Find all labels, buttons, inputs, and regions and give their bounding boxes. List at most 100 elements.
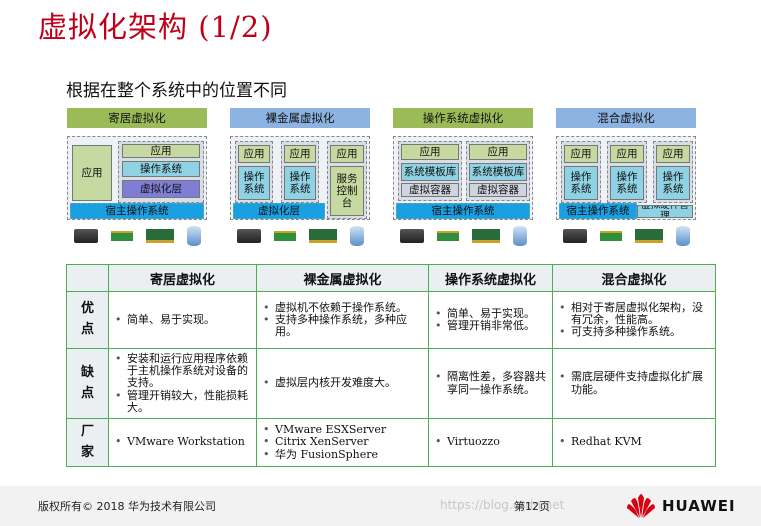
cpu-icon — [236, 229, 261, 243]
list-item: 需底层硬件支持虚拟化扩展功能。 — [559, 371, 709, 395]
diagram-header: 混合虚拟化 — [556, 108, 696, 128]
hw-mgmt-box: 虚拟硬件管理 — [637, 205, 693, 218]
list-item: 管理开销非常低。 — [435, 319, 546, 332]
comparison-table: 寄居虚拟化 裸金属虚拟化 操作系统虚拟化 混合虚拟化 优 点 简单、易于实现。 … — [66, 264, 716, 467]
header-cell: 裸金属虚拟化 — [256, 264, 429, 292]
row-label: 厂 家 — [66, 418, 109, 467]
diagram-frame: 应用 操作 系统 应用 操作 系统 应用 操作 系统 宿主操作系统 虚拟硬件管理 — [556, 136, 696, 220]
table-row: 优 点 简单、易于实现。 虚拟机不依赖于操作系统。 支持多种操作系统，多种应用。… — [66, 291, 716, 349]
diagram-frame: 应用 操作 系统 应用 操作 系统 应用 服务 控制 台 虚拟化层 — [230, 136, 370, 220]
list-item: Redhat KVM — [559, 436, 709, 449]
memory-icon — [110, 231, 133, 241]
list-item: VMware Workstation — [115, 436, 250, 449]
hardware-icons — [556, 222, 696, 250]
host-os-bar: 宿主操作系统 — [70, 203, 204, 219]
header-cell — [66, 264, 109, 292]
os-box: 操作 系统 — [238, 166, 270, 200]
os-box: 操作 系统 — [610, 166, 644, 200]
network-card-icon — [308, 229, 337, 243]
list-item: 支持多种操作系统，多种应用。 — [263, 313, 422, 338]
list-item: 相对于寄居虚拟化架构，没有冗余，性能高。 — [559, 301, 709, 326]
table-cell: 隔离性差，多容器共享同一操作系统。 — [428, 348, 553, 419]
header-cell: 混合虚拟化 — [552, 264, 716, 292]
memory-icon — [599, 231, 622, 241]
storage-icon — [186, 226, 201, 246]
diagram-frame: 应用 应用 操作系统 虚拟化层 宿主操作系统 — [67, 136, 207, 220]
list-item: 管理开销较大，性能损耗大。 — [115, 389, 250, 414]
host-os-bar: 宿主操作系统 — [396, 203, 530, 219]
diagram-header: 裸金属虚拟化 — [230, 108, 370, 128]
app-box: 应用 — [469, 144, 527, 160]
app-box: 应用 — [656, 145, 690, 163]
diagram-os-level: 操作系统虚拟化 应用 系统模板库 虚拟容器 应用 系统模板库 虚拟容器 宿主操作… — [393, 108, 533, 250]
storage-icon — [675, 226, 690, 246]
vlayer-box: 虚拟化层 — [122, 180, 200, 198]
app-box: 应用 — [122, 144, 200, 158]
copyright-text: 版权所有© 2018 华为技术有限公司 — [38, 500, 216, 513]
app-box: 应用 — [564, 145, 598, 163]
subtitle: 根据在整个系统中的位置不同 — [66, 81, 287, 101]
table-cell: 虚拟层内核开发难度大。 — [256, 348, 429, 419]
network-card-icon — [145, 229, 174, 243]
network-card-icon — [634, 229, 663, 243]
hardware-icons — [230, 222, 370, 250]
table-header-row: 寄居虚拟化 裸金属虚拟化 操作系统虚拟化 混合虚拟化 — [66, 264, 716, 292]
list-item: 安装和运行应用程序依赖于主机操作系统对设备的支持。 — [115, 353, 250, 389]
app-box: 应用 — [238, 145, 270, 163]
brand-name: HUAWEI — [662, 497, 736, 515]
table-cell: VMware ESXServer Citrix XenServer 华为 Fus… — [256, 418, 429, 467]
app-box: 应用 — [284, 145, 316, 163]
storage-icon — [512, 226, 527, 246]
memory-icon — [436, 231, 459, 241]
list-item: Virtuozzo — [435, 436, 546, 449]
row-label: 优 点 — [66, 291, 109, 349]
table-row: 厂 家 VMware Workstation VMware ESXServer … — [66, 418, 716, 467]
list-item: Citrix XenServer — [263, 436, 422, 449]
container-box: 虚拟容器 — [401, 183, 459, 197]
header-cell: 寄居虚拟化 — [108, 264, 257, 292]
row-label: 缺 点 — [66, 348, 109, 419]
table-cell: 相对于寄居虚拟化架构，没有冗余，性能高。 可支持多种操作系统。 — [552, 291, 716, 349]
page-title: 虚拟化架构 (1/2) — [38, 10, 273, 44]
table-cell: 简单、易于实现。 管理开销非常低。 — [428, 291, 553, 349]
list-item: 简单、易于实现。 — [115, 313, 250, 326]
watermark-text: https://blog.csdn.net — [440, 498, 565, 512]
memory-icon — [273, 231, 296, 241]
footer: 版权所有© 2018 华为技术有限公司 https://blog.csdn.ne… — [0, 486, 761, 526]
list-item: 可支持多种操作系统。 — [559, 325, 709, 338]
hardware-icons — [393, 222, 533, 250]
os-box: 操作 系统 — [284, 166, 316, 200]
service-console-box: 服务 控制 台 — [330, 166, 364, 216]
huawei-logo-icon — [627, 494, 655, 518]
app-box: 应用 — [330, 145, 364, 163]
cpu-icon — [562, 229, 587, 243]
os-box: 操作 系统 — [656, 166, 690, 200]
app-box: 应用 — [610, 145, 644, 163]
list-item: 简单、易于实现。 — [435, 307, 546, 320]
host-os-bar: 宿主操作系统 — [559, 203, 637, 219]
list-item: 虚拟层内核开发难度大。 — [263, 377, 422, 390]
diagram-header: 寄居虚拟化 — [67, 108, 207, 128]
app-box: 应用 — [72, 145, 112, 201]
diagram-hosted: 寄居虚拟化 应用 应用 操作系统 虚拟化层 宿主操作系统 — [67, 108, 207, 250]
table-cell: 虚拟机不依赖于操作系统。 支持多种操作系统，多种应用。 — [256, 291, 429, 349]
cpu-icon — [73, 229, 98, 243]
diagram-header: 操作系统虚拟化 — [393, 108, 533, 128]
list-item: 虚拟机不依赖于操作系统。 — [263, 301, 422, 314]
list-item: 华为 FusionSphere — [263, 448, 422, 461]
header-cell: 操作系统虚拟化 — [428, 264, 553, 292]
diagram-baremetal: 裸金属虚拟化 应用 操作 系统 应用 操作 系统 应用 服务 控制 台 虚拟化层 — [230, 108, 370, 250]
table-row: 缺 点 安装和运行应用程序依赖于主机操作系统对设备的支持。 管理开销较大，性能损… — [66, 348, 716, 419]
cpu-icon — [399, 229, 424, 243]
network-card-icon — [471, 229, 500, 243]
storage-icon — [349, 226, 364, 246]
table-cell: VMware Workstation — [108, 418, 257, 467]
table-cell: 需底层硬件支持虚拟化扩展功能。 — [552, 348, 716, 419]
diagram-hybrid: 混合虚拟化 应用 操作 系统 应用 操作 系统 应用 操作 系统 宿主操作系统 … — [556, 108, 696, 250]
container-box: 虚拟容器 — [469, 183, 527, 197]
table-cell: Redhat KVM — [552, 418, 716, 467]
app-box: 应用 — [401, 144, 459, 160]
table-cell: 简单、易于实现。 — [108, 291, 257, 349]
list-item: 隔离性差，多容器共享同一操作系统。 — [435, 371, 546, 395]
diagram-frame: 应用 系统模板库 虚拟容器 应用 系统模板库 虚拟容器 宿主操作系统 — [393, 136, 533, 220]
